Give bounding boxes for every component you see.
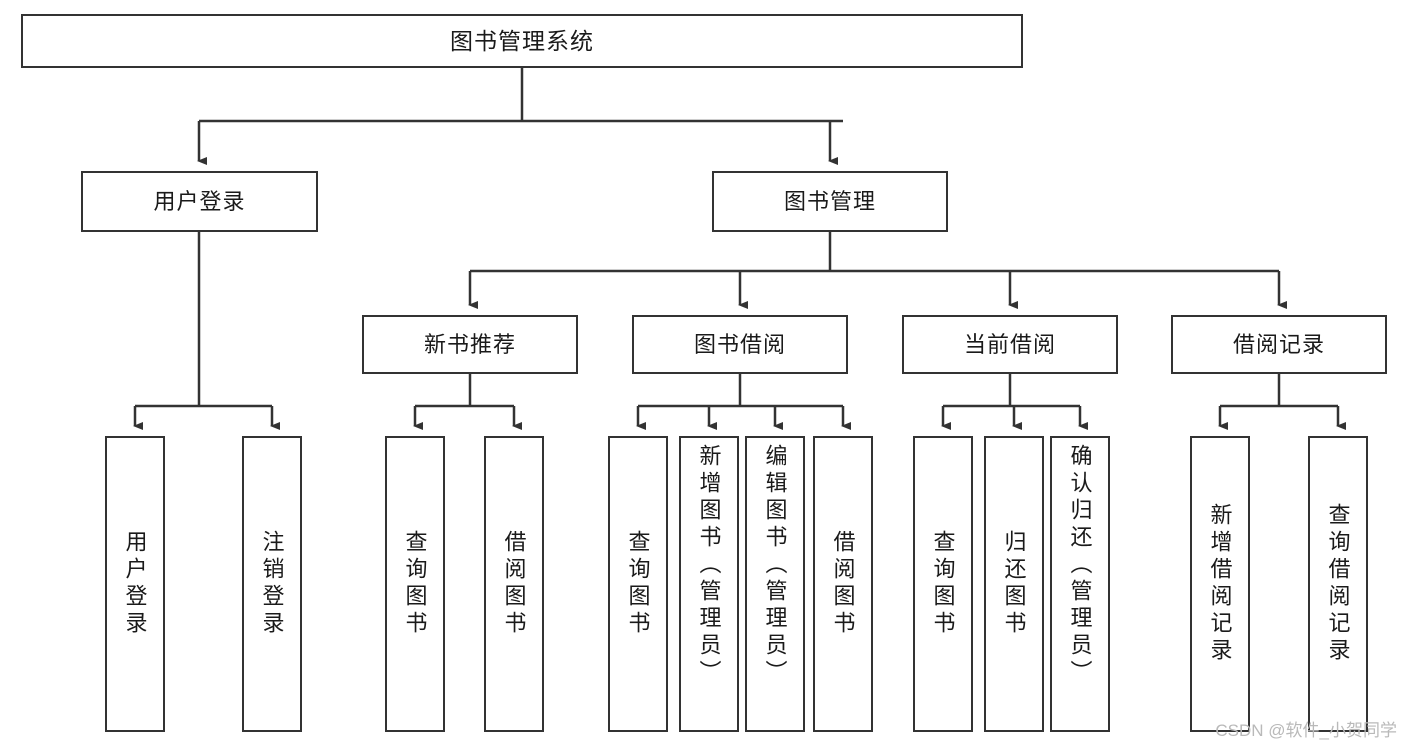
node-label: 新书推荐 [423,331,516,357]
leaf-node-return-book[interactable]: 归还图书 [984,436,1044,732]
node-label: 新增借阅记录 [1207,503,1233,665]
leaf-node-add-book-admin[interactable]: 新增图书（管理员） [679,436,739,732]
node-book-management[interactable]: 图书管理 [712,171,948,232]
node-label: 查询图书 [625,530,651,638]
node-user-login[interactable]: 用户登录 [81,171,318,232]
csdn-watermark: CSDN @软件_小贺同学 [1215,721,1397,740]
node-label: 编辑图书（管理员） [762,444,788,687]
node-label: 查询借阅记录 [1325,503,1351,665]
leaf-node-query-borrow-record[interactable]: 查询借阅记录 [1308,436,1368,732]
node-label: 用户登录 [153,188,246,214]
node-label: 归还图书 [1001,530,1027,638]
node-label: 当前借阅 [963,331,1056,357]
leaf-node-user-logout[interactable]: 注销登录 [242,436,302,732]
node-borrow-record[interactable]: 借阅记录 [1171,315,1387,374]
leaf-node-edit-book-admin[interactable]: 编辑图书（管理员） [745,436,805,732]
leaf-node-borrow-book-recommend[interactable]: 借阅图书 [484,436,544,732]
node-root-book-management-system[interactable]: 图书管理系统 [21,14,1023,68]
node-label: 图书借阅 [693,331,786,357]
node-label: 确认归还（管理员） [1067,444,1093,687]
node-label: 图书管理 [783,188,876,214]
node-label: 图书管理系统 [450,27,594,54]
leaf-node-user-login[interactable]: 用户登录 [105,436,165,732]
node-label: 用户登录 [122,530,148,638]
node-label: 新增图书（管理员） [696,444,722,687]
leaf-node-query-book-current[interactable]: 查询图书 [913,436,973,732]
leaf-node-borrow-book[interactable]: 借阅图书 [813,436,873,732]
leaf-node-query-book-recommend[interactable]: 查询图书 [385,436,445,732]
node-new-book-recommend[interactable]: 新书推荐 [362,315,578,374]
leaf-node-confirm-return-admin[interactable]: 确认归还（管理员） [1050,436,1110,732]
node-label: 借阅记录 [1232,331,1325,357]
leaf-node-add-borrow-record[interactable]: 新增借阅记录 [1190,436,1250,732]
node-label: 查询图书 [930,530,956,638]
node-label: 注销登录 [259,530,285,638]
leaf-node-query-book-borrow[interactable]: 查询图书 [608,436,668,732]
node-current-borrow[interactable]: 当前借阅 [902,315,1118,374]
node-label: 查询图书 [402,530,428,638]
node-label: 借阅图书 [501,530,527,638]
node-book-borrow[interactable]: 图书借阅 [632,315,848,374]
node-label: 借阅图书 [830,530,856,638]
